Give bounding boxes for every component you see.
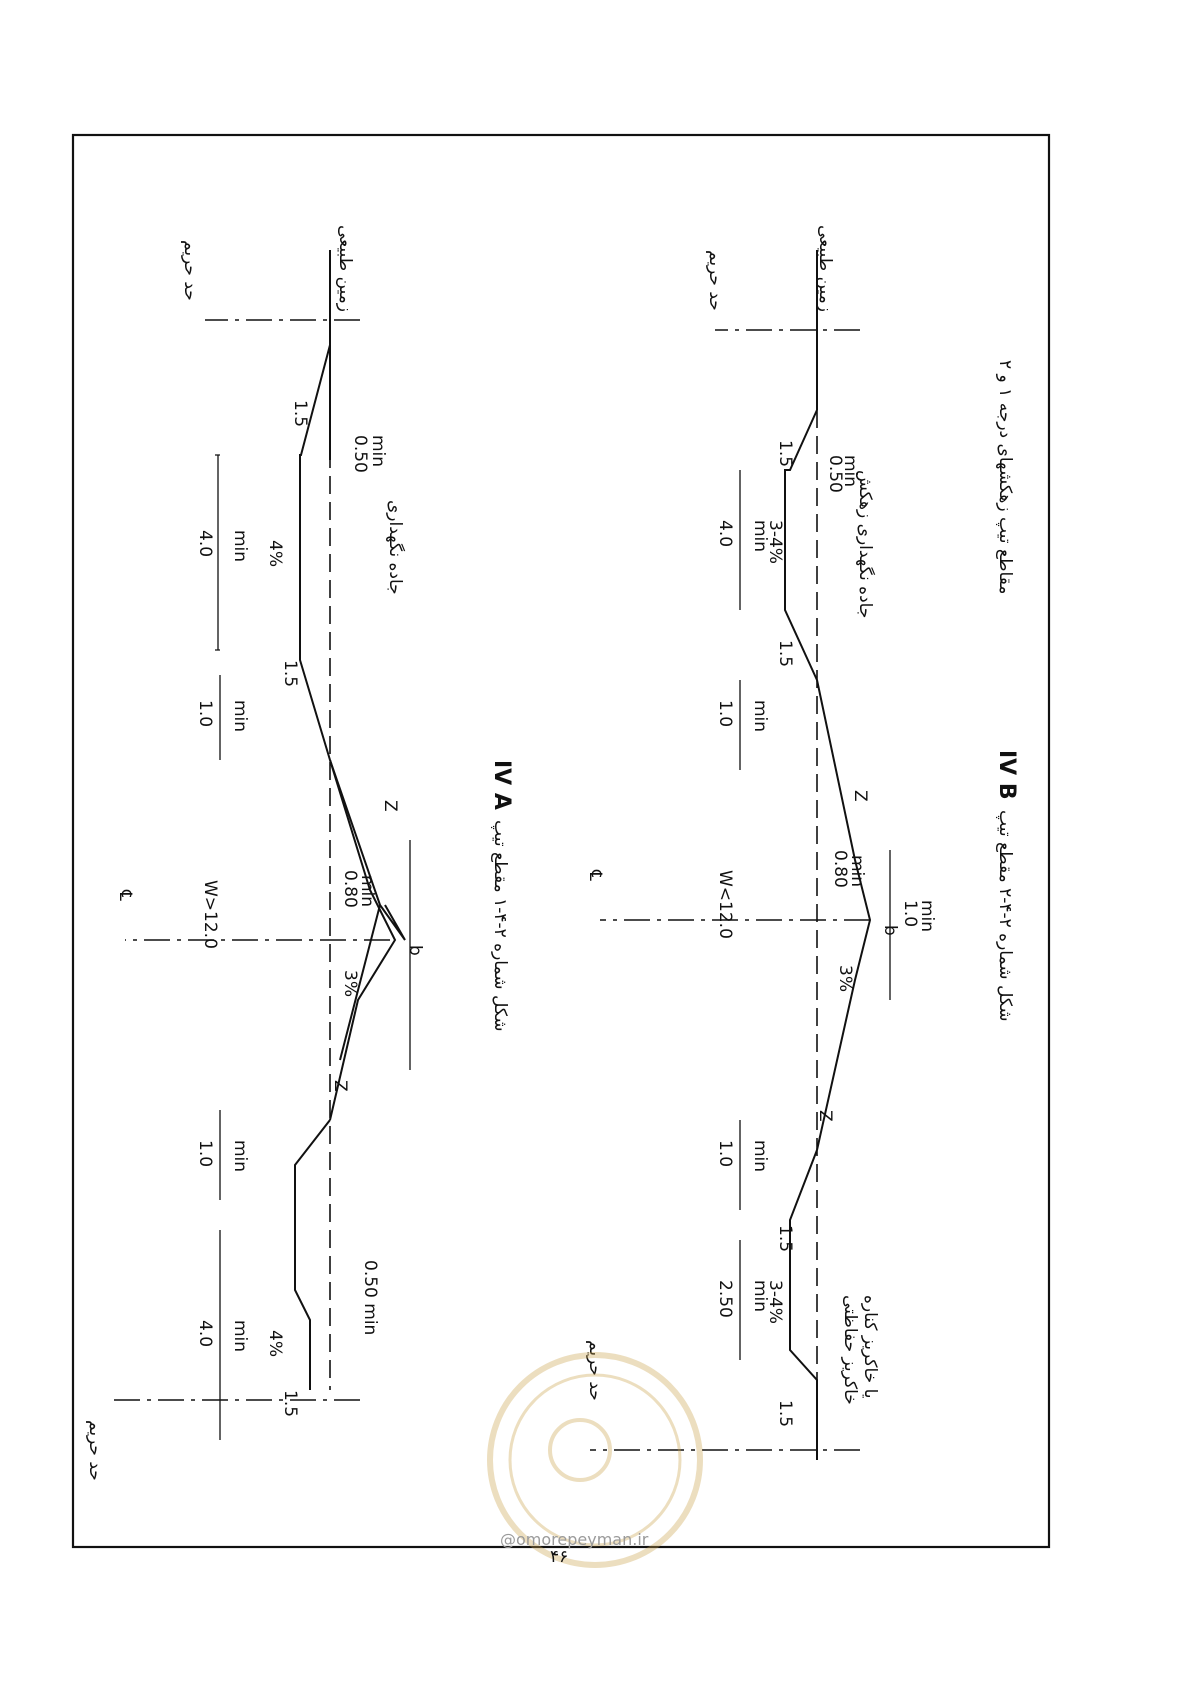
fig-a-natural-ground: زمین طبیعی	[335, 225, 355, 312]
fig-b-spoil-line1: خاکریز حفاظتی	[840, 1295, 860, 1405]
fig-b-channel	[816, 679, 872, 1151]
fig-a-berm-bottom: 4.0	[195, 1320, 215, 1347]
fig-a-z-left: Z	[330, 1080, 350, 1092]
fig-b-berm-top-min: min	[750, 520, 770, 552]
fig-b-maintenance-road: جاده نگهداری زهکش	[855, 470, 876, 618]
fig-a-road-grade: 4%	[265, 540, 285, 567]
fig-b-bottom-width-min: min	[917, 900, 937, 932]
fig-a-left-embankment	[294, 1119, 331, 1390]
fig-b-slope-15-top: 1.5	[775, 440, 795, 467]
fig-a-channel	[329, 759, 406, 1061]
fig-a-offset-bottom: 0.50 min	[360, 1260, 380, 1335]
fig-a-berm-top: 4.0	[195, 530, 215, 557]
fig-b-offset-top: 0.50	[825, 455, 845, 493]
figure-a: حد حریم زمین طبیعی 1.5 0.50 min 4.0 min …	[85, 225, 514, 1481]
fig-b-boundary-right: حد حریم	[705, 250, 725, 311]
fig-b-boundary-left: حد حریم	[585, 1340, 605, 1401]
rotated-drawing: حد حریم زمین طبیعی 1.5 0.50 min 4.0 min …	[85, 225, 1019, 1481]
fig-a-berm-top-min: min	[230, 530, 250, 562]
fig-a-caption-latin: IV A	[489, 760, 514, 810]
fig-b-bank-bottom: 1.0	[715, 1140, 735, 1167]
fig-b-caption-latin: IV B	[994, 750, 1019, 800]
fig-b-centerline-mark: ℄	[585, 869, 605, 881]
fig-b-road-grade: 3-4%	[765, 520, 785, 564]
fig-b-z-right: Z	[850, 790, 870, 802]
fig-a-caption-fa: شکل شماره ۲-۴-۱ مقطع تیپ	[490, 820, 510, 1031]
fig-b-berm-top: 4.0	[715, 520, 735, 547]
fig-b-bottom-min: min	[847, 855, 867, 887]
fig-b-berm-bottom-min: min	[750, 1280, 770, 1312]
watermark-url: @omorepeyman.ir	[500, 1530, 649, 1549]
fig-a-boundary-right: حد حریم	[180, 240, 200, 301]
fig-b-bottom-width: 1.0	[900, 900, 920, 927]
watermark-seal	[487, 1352, 703, 1568]
fig-b-bed-grade: 3%	[835, 965, 855, 992]
fig-b-z-left: Z	[815, 1110, 835, 1122]
fig-b-berm-bottom: 2.50	[715, 1280, 735, 1318]
fig-a-z-right: Z	[380, 800, 400, 812]
fig-b-road-grade-bottom: 3-4%	[765, 1280, 785, 1324]
fig-a-offset-top-min: min	[368, 435, 388, 467]
fig-a-slope-15-left: 1.5	[280, 660, 300, 687]
fig-b-bottom-min-value: 0.80	[830, 850, 850, 888]
fig-b-bank-top-min: min	[750, 700, 770, 732]
fig-a-bank-bottom: 1.0	[195, 1140, 215, 1167]
fig-a-dim-berm-top	[215, 454, 220, 651]
fig-b-slope-15-end: 1.5	[775, 1400, 795, 1427]
sheet-border	[71, 133, 1051, 1549]
sheet-title: مقاطع تیپ زهکشهای درجه ۱ و ۲	[995, 360, 1015, 594]
fig-a-overall-width: W>12.0	[200, 880, 220, 949]
fig-b-offset-top-min: min	[840, 455, 860, 487]
fig-a-bank-top: 1.0	[195, 700, 215, 727]
fig-b-slope-15-bottom: 1.5	[775, 1225, 795, 1252]
fig-a-bottom-b: b	[405, 945, 425, 956]
fig-a-right-embankment	[299, 344, 331, 761]
fig-a-bank-bottom-min: min	[230, 1140, 250, 1172]
page-number: ۴۶	[550, 1547, 568, 1567]
fig-b-caption-fa: شکل شماره ۲-۴-۲ مقطع تیپ	[995, 810, 1015, 1021]
fig-a-bed-grade: 3%	[340, 970, 360, 997]
fig-a-boundary-left: حد حریم	[85, 1420, 105, 1481]
fig-a-bottom-min: min	[357, 875, 377, 907]
fig-b-left-embankment	[789, 1149, 818, 1460]
fig-b-spoil-line2: یا خاکریز کناره	[860, 1295, 880, 1399]
fig-a-slope-15-bottom: 1.5	[280, 1390, 300, 1417]
fig-a-offset-top: 0.50	[350, 435, 370, 473]
figure-b: زمین طبیعی حد حریم 1.5 0.50 min 4.0 min …	[585, 225, 1019, 1460]
fig-a-maintenance-road: جاده نگهداری	[385, 500, 406, 595]
fig-a-centerline-mark: ℄	[115, 889, 135, 901]
fig-b-natural-ground: زمین طبیعی	[815, 225, 835, 312]
fig-b-right-embankment	[784, 409, 818, 681]
fig-a-bank-top-min: min	[230, 700, 250, 732]
fig-b-overall-width: W<12.0	[715, 870, 735, 939]
fig-a-slope-15-top: 1.5	[290, 400, 310, 427]
fig-a-channel-bed	[329, 759, 397, 1121]
fig-a-bottom-min-value: 0.80	[340, 870, 360, 908]
fig-a-road-grade-bottom: 4%	[265, 1330, 285, 1357]
fig-b-bank-bottom-min: min	[750, 1140, 770, 1172]
fig-a-berm-bottom-min: min	[230, 1320, 250, 1352]
fig-b-bank-top: 1.0	[715, 700, 735, 727]
fig-b-bottom-b: b	[880, 925, 900, 936]
fig-b-slope-15-left: 1.5	[775, 640, 795, 667]
